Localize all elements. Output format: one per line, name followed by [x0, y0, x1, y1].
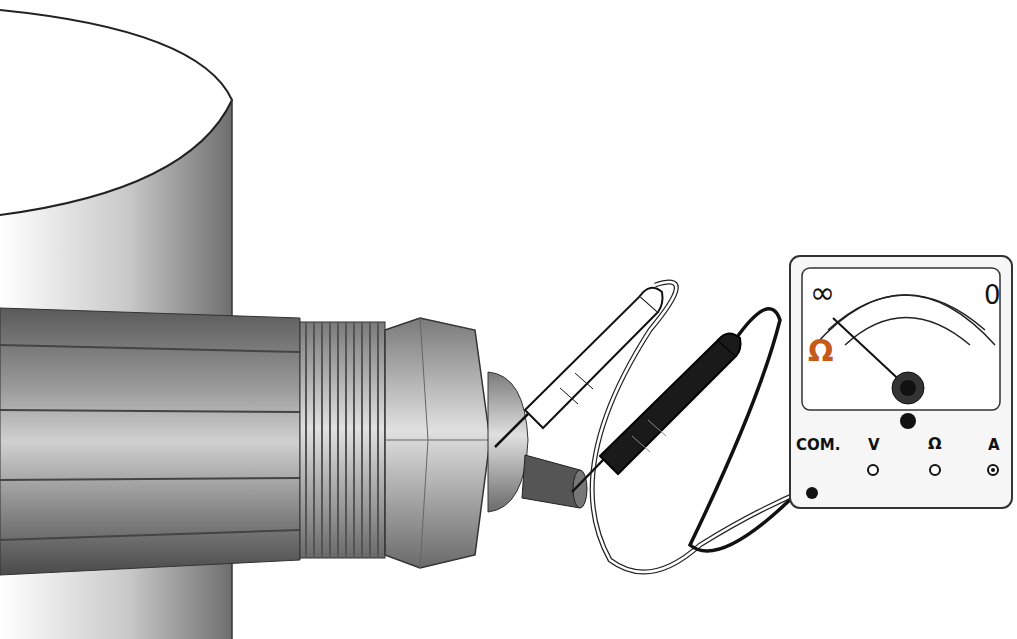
- black-wire: [690, 309, 800, 551]
- multimeter: [790, 256, 1012, 508]
- scale-infinity: ∞: [810, 278, 835, 308]
- ohm-symbol: Ω: [808, 336, 834, 366]
- terminal-label: A: [988, 438, 1000, 453]
- terminal-label: Ω: [928, 436, 942, 452]
- threads: [300, 322, 385, 558]
- nut-faces: [385, 318, 490, 568]
- hex-nut: [385, 318, 490, 568]
- tank-top: [0, 10, 232, 215]
- terminal-label: V: [868, 438, 880, 453]
- heater-pipe: [0, 308, 300, 575]
- pipe-stripes: [0, 345, 300, 540]
- meter-panel: ∞ 0Ω COM. V Ω A: [792, 258, 1010, 506]
- black-probe: [572, 333, 741, 492]
- scale-zero: 0: [984, 282, 1001, 308]
- terminal-label: COM.: [796, 438, 840, 453]
